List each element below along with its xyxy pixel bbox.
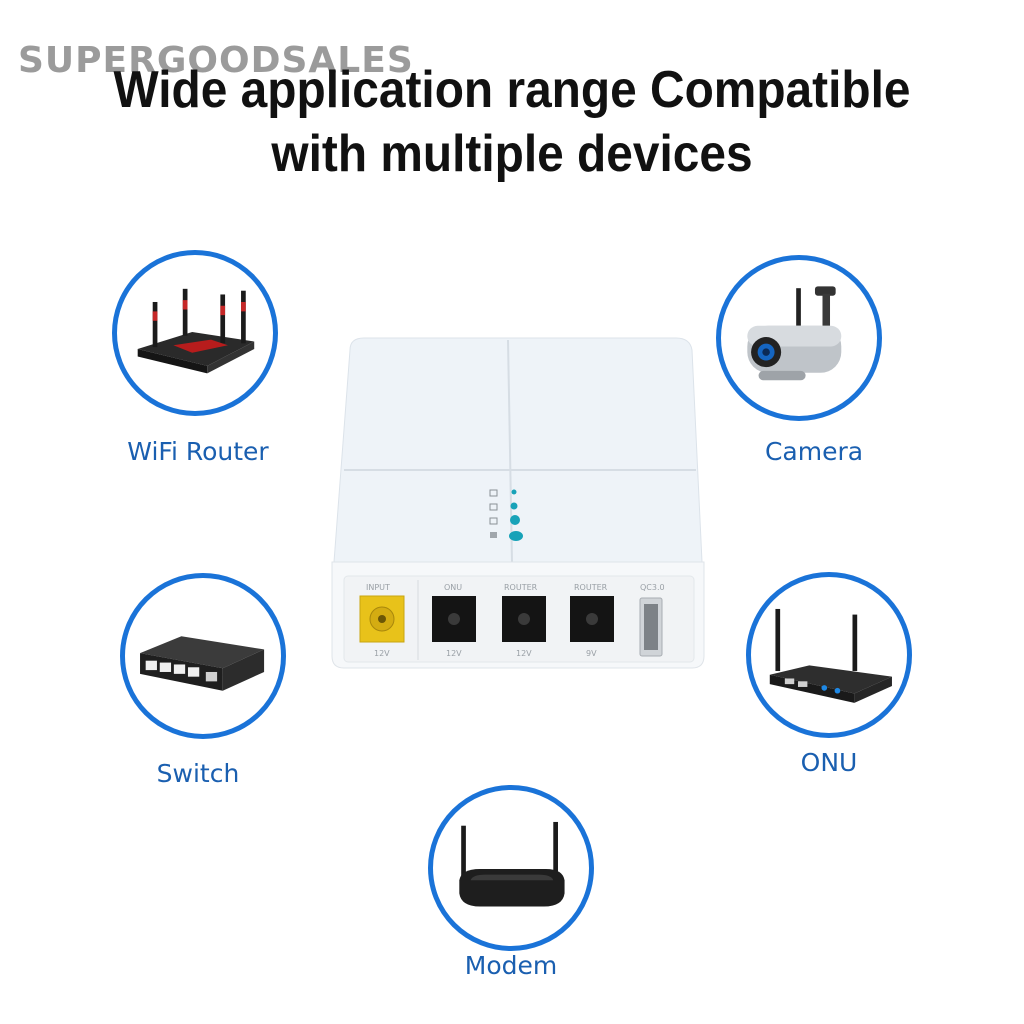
onu-icon xyxy=(746,572,912,738)
port-voltage-input: 12V xyxy=(374,649,390,658)
port-label-router-2: ROUTER xyxy=(574,583,608,592)
port-label-router-1: ROUTER xyxy=(504,583,538,592)
onu-port xyxy=(432,596,476,642)
input-port xyxy=(359,595,405,643)
headline: Wide application range Compatible with m… xyxy=(41,58,983,186)
router-9v-port xyxy=(570,596,614,642)
wifi-router-icon xyxy=(112,250,278,416)
port-voltage-router-2: 9V xyxy=(586,649,597,658)
device-label-modem: Modem xyxy=(464,951,558,980)
device-label-wifi-router: WiFi Router xyxy=(127,437,269,466)
camera-icon xyxy=(716,255,882,421)
port-voltage-onu: 12V xyxy=(446,649,462,658)
switch-icon xyxy=(120,573,286,739)
device-label-onu: ONU xyxy=(800,748,858,777)
usb-qc-port xyxy=(639,597,663,657)
headline-line-1: Wide application range Compatible xyxy=(113,61,911,119)
watermark: SUPERGOODSALES xyxy=(18,40,414,81)
battery-led-indicators xyxy=(489,489,523,541)
modem-icon xyxy=(428,785,594,951)
mini-ups-device: INPUT ONU ROUTER ROUTER QC3.0 12V 12V 12… xyxy=(330,330,710,675)
port-label-onu: ONU xyxy=(444,583,462,592)
port-label-qc: QC3.0 xyxy=(640,583,665,592)
headline-line-2: with multiple devices xyxy=(271,125,753,183)
port-label-input: INPUT xyxy=(366,583,390,592)
device-label-switch: Switch xyxy=(156,759,240,788)
router-12v-port xyxy=(502,596,546,642)
port-voltage-router-1: 12V xyxy=(516,649,532,658)
device-label-camera: Camera xyxy=(764,437,864,466)
